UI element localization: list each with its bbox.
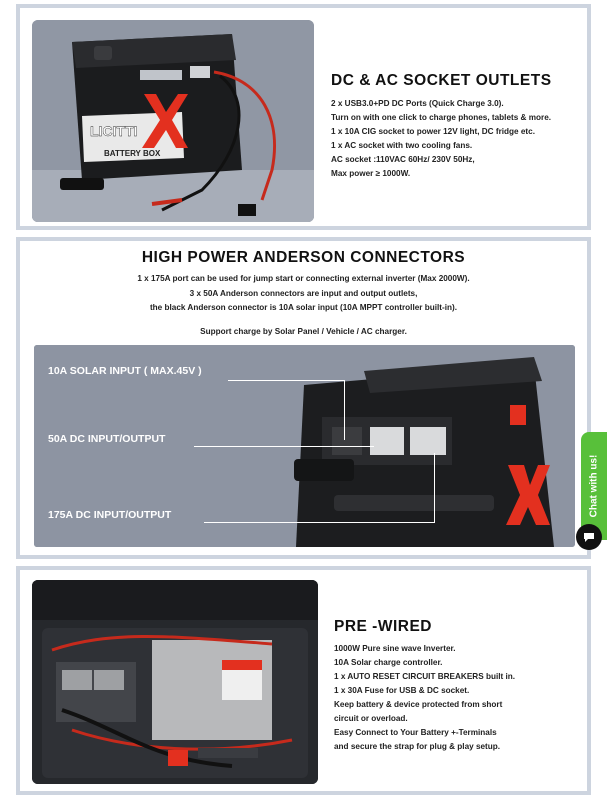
dc-ac-description: 2 x USB3.0+PD DC Ports (Quick Charge 3.0… (331, 97, 551, 181)
anderson-connectors-panel: HIGH POWER ANDERSON CONNECTORS 1 x 175A … (16, 237, 591, 559)
svg-text:BATTERY BOX: BATTERY BOX (104, 149, 161, 158)
support-charge-note: Support charge by Solar Panel / Vehicle … (200, 327, 407, 336)
svg-text:LICITTI: LICITTI (90, 123, 137, 139)
description-line: 1 x AC socket with two cooling fans. (331, 141, 473, 150)
callout-line (194, 446, 374, 447)
battery-box-illustration: LICITTI BATTERY BOX (32, 20, 314, 222)
callout-line (204, 522, 434, 523)
description-line: 1 x 10A CIG socket to power 12V light, D… (331, 127, 535, 136)
wiring-photo (32, 580, 318, 784)
section-title-dc-ac: DC & AC SOCKET OUTLETS (331, 72, 552, 89)
description-line: Turn on with one click to charge phones,… (331, 113, 552, 122)
pre-wired-description: 1000W Pure sine wave Inverter. 10A Solar… (334, 642, 515, 754)
callout-50a-dc: 50A DC INPUT/OUTPUT (48, 433, 166, 445)
pre-wired-panel: PRE -WIRED 1000W Pure sine wave Inverter… (16, 566, 591, 795)
description-line: 10A Solar charge controller. (334, 658, 443, 667)
callout-175a-dc: 175A DC INPUT/OUTPUT (48, 509, 172, 521)
wiring-illustration (32, 580, 318, 784)
section-title-anderson: HIGH POWER ANDERSON CONNECTORS (141, 249, 466, 266)
description-line: and secure the strap for plug & play set… (334, 742, 501, 751)
battery-box-photo: LICITTI BATTERY BOX (32, 20, 314, 222)
dc-ac-socket-panel: LICITTI BATTERY BOX DC & AC SOCKET OUTLE… (16, 4, 591, 230)
chat-button-label: Chat with us! (588, 454, 600, 518)
description-line: 1 x 30A Fuse for USB & DC socket. (334, 686, 470, 695)
description-line: 3 x 50A Anderson connectors are input an… (189, 288, 418, 298)
chat-bubble-icon[interactable] (576, 524, 602, 550)
description-line: Easy Connect to Your Battery +-Terminals (334, 728, 497, 737)
description-line: circuit or overload. (334, 714, 408, 723)
description-line: 1000W Pure sine wave Inverter. (334, 644, 456, 653)
description-line: 1 x AUTO RESET CIRCUIT BREAKERS built in… (334, 672, 516, 681)
chat-with-us-button[interactable]: Chat with us! (581, 432, 607, 540)
callout-line (344, 380, 345, 440)
callout-solar-input: 10A SOLAR INPUT ( MAX.45V ) (48, 365, 202, 377)
section-title-pre-wired: PRE -WIRED (334, 618, 432, 635)
message-icon (584, 533, 594, 542)
callout-line (434, 453, 435, 523)
description-line: Max power ≥ 1000W. (331, 169, 411, 178)
description-line: the black Anderson connector is 10A sola… (149, 303, 458, 312)
description-line: 2 x USB3.0+PD DC Ports (Quick Charge 3.0… (331, 99, 504, 108)
description-line: 1 x 175A port can be used for jump start… (137, 274, 470, 283)
callout-line (228, 380, 344, 381)
anderson-description: 1 x 175A port can be used for jump start… (20, 272, 587, 316)
description-line: AC socket :110VAC 60Hz/ 230V 50Hz, (331, 155, 475, 164)
connector-diagram: 10A SOLAR INPUT ( MAX.45V ) 50A DC INPUT… (34, 345, 575, 547)
description-line: Keep battery & device protected from sho… (334, 700, 503, 709)
